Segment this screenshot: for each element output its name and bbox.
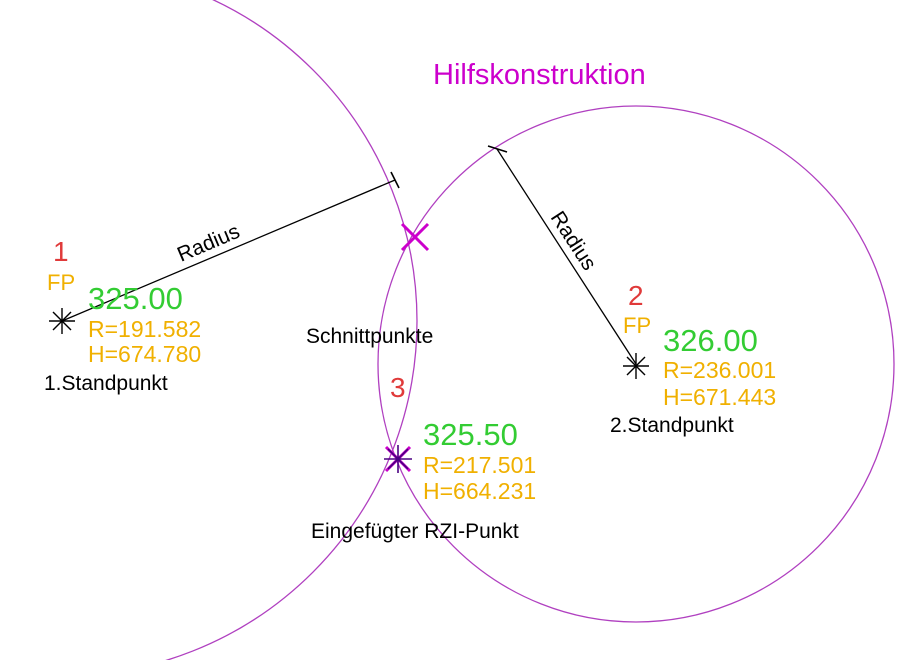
station-1-r: R=191.582 — [88, 316, 201, 342]
station-1-h: H=674.780 — [88, 341, 201, 367]
station-2-r: R=236.001 — [663, 357, 776, 383]
station-1-number: 1 — [53, 236, 69, 267]
radius-tick-2 — [487, 145, 508, 153]
inserted-point-name: Eingefügter RZI-Punkt — [311, 520, 519, 543]
asterisk-icon — [49, 308, 75, 334]
radius-label-2: Radius — [546, 207, 601, 274]
inserted-point: 3 325.50 R=217.501 H=664.231 Eingefügter… — [311, 372, 536, 543]
inserted-point-number: 3 — [390, 372, 406, 403]
station-1-elevation: 325.00 — [88, 281, 183, 316]
station-2-h: H=671.443 — [663, 384, 776, 410]
station-2-code: FP — [623, 313, 651, 338]
inserted-point-elevation: 325.50 — [423, 417, 518, 452]
radius-line-2 — [496, 148, 637, 365]
station-1-code: FP — [47, 270, 75, 295]
circle-station-2 — [377, 105, 895, 623]
radius-line-1 — [61, 179, 396, 322]
asterisk-icon — [384, 445, 412, 473]
inserted-point-r: R=217.501 — [423, 452, 536, 478]
station-1-name: 1.Standpunkt — [44, 372, 168, 395]
station-2-name: 2.Standpunkt — [610, 414, 734, 437]
station-2: 2 FP 326.00 R=236.001 H=671.443 2.Standp… — [610, 280, 776, 437]
station-2-elevation: 326.00 — [663, 323, 758, 358]
intersections-label: Schnittpunkte — [306, 325, 433, 348]
asterisk-icon — [623, 353, 649, 379]
inserted-point-h: H=664.231 — [423, 478, 536, 504]
radius-tick-1 — [390, 171, 400, 189]
page-title: Hilfskonstruktion — [433, 59, 646, 91]
circle-station-1 — [164, 0, 418, 660]
station-2-number: 2 — [628, 280, 644, 311]
cross-icon — [400, 222, 430, 252]
station-1: 1 FP 325.00 R=191.582 H=674.780 1.Standp… — [44, 236, 201, 395]
